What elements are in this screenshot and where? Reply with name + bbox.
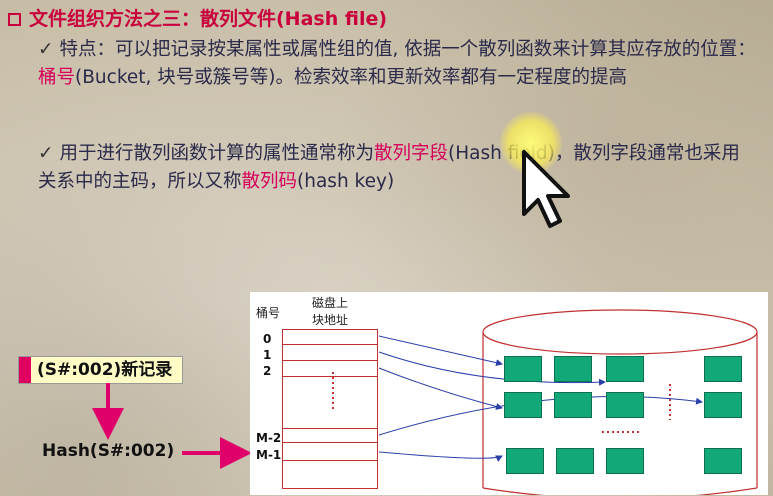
disk-bottom [482,487,758,495]
pointer-arrow-m2 [378,396,703,436]
bucket-row-line [283,460,377,461]
row-label-m1: M-1 [256,448,282,462]
disk-block [704,392,742,418]
pointer-arrow-m1 [378,451,503,462]
bucket-table [282,329,378,489]
point-2-seg-4: (hash key) [297,171,395,192]
point-1: ✓特点：可以把记录按某属性或属性组的值, 依据一个散列函数来计算其应存放的位置：… [38,36,758,92]
disk-block [506,448,544,474]
disk-block [606,392,644,418]
disk-header-line1: 磁盘上 [312,296,349,310]
pointer-arrow-1 [378,351,606,386]
point-2-seg-1: 散列字段 [374,143,449,164]
heading-text: 文件组织方法之三：散列文件(Hash file) [29,8,388,30]
point-1-seg-0: 特点：可以把记录按某属性或属性组的值, 依据一个散列函数来计算其应存放的位置： [59,39,756,60]
row-label-2: 2 [263,364,272,378]
disk-block [606,356,644,382]
disk-block [704,356,742,382]
disk-block [606,448,644,474]
slide-heading: 文件组织方法之三：散列文件(Hash file) [8,4,387,30]
disk-block [554,392,592,418]
disk-drawing [332,309,758,495]
bucket-header: 桶号 [256,306,281,320]
checkmark-icon: ✓ [38,143,54,164]
bucket-row-line [283,360,377,361]
row-label-1: 1 [263,348,272,362]
bucket-row-line [283,428,377,429]
record-marker [19,357,31,383]
disk-top [482,309,758,355]
disk-block [704,448,742,474]
bucket-row-line [283,442,377,443]
record-label: (S#:002)新记录 [37,360,173,380]
disk-block [554,356,592,382]
point-1-seg-2: (Bucket, 块号或簇号等)。检索效率和更新效率都有一定程度的提高 [75,67,627,88]
row-label-m2: M-2 [256,431,282,445]
hash-function-label: Hash(S#:002) [42,441,175,461]
bucket-row-line [283,344,377,345]
point-2-seg-0: 用于进行散列函数计算的属性通常称为 [59,143,375,164]
disk-block [504,392,542,418]
pointer-arrow-2 [378,367,503,410]
pointer-arrow-0 [378,335,503,367]
checkbox-bullet-icon [8,13,21,26]
disk-block [556,448,594,474]
disk-header-line2: 块地址 [312,313,349,327]
point-2-seg-3: 散列码 [241,171,298,192]
disk-block [504,356,542,382]
hash-diagram: 桶号 磁盘上 块地址 0 1 2 M-2 M-1 [250,292,768,495]
bucket-row-line [283,376,377,377]
new-record-box: (S#:002)新记录 [18,356,184,384]
row-label-0: 0 [263,332,272,346]
point-1-seg-1: 桶号 [38,67,76,88]
mouse-cursor-icon [522,150,570,228]
checkmark-icon: ✓ [38,39,54,60]
